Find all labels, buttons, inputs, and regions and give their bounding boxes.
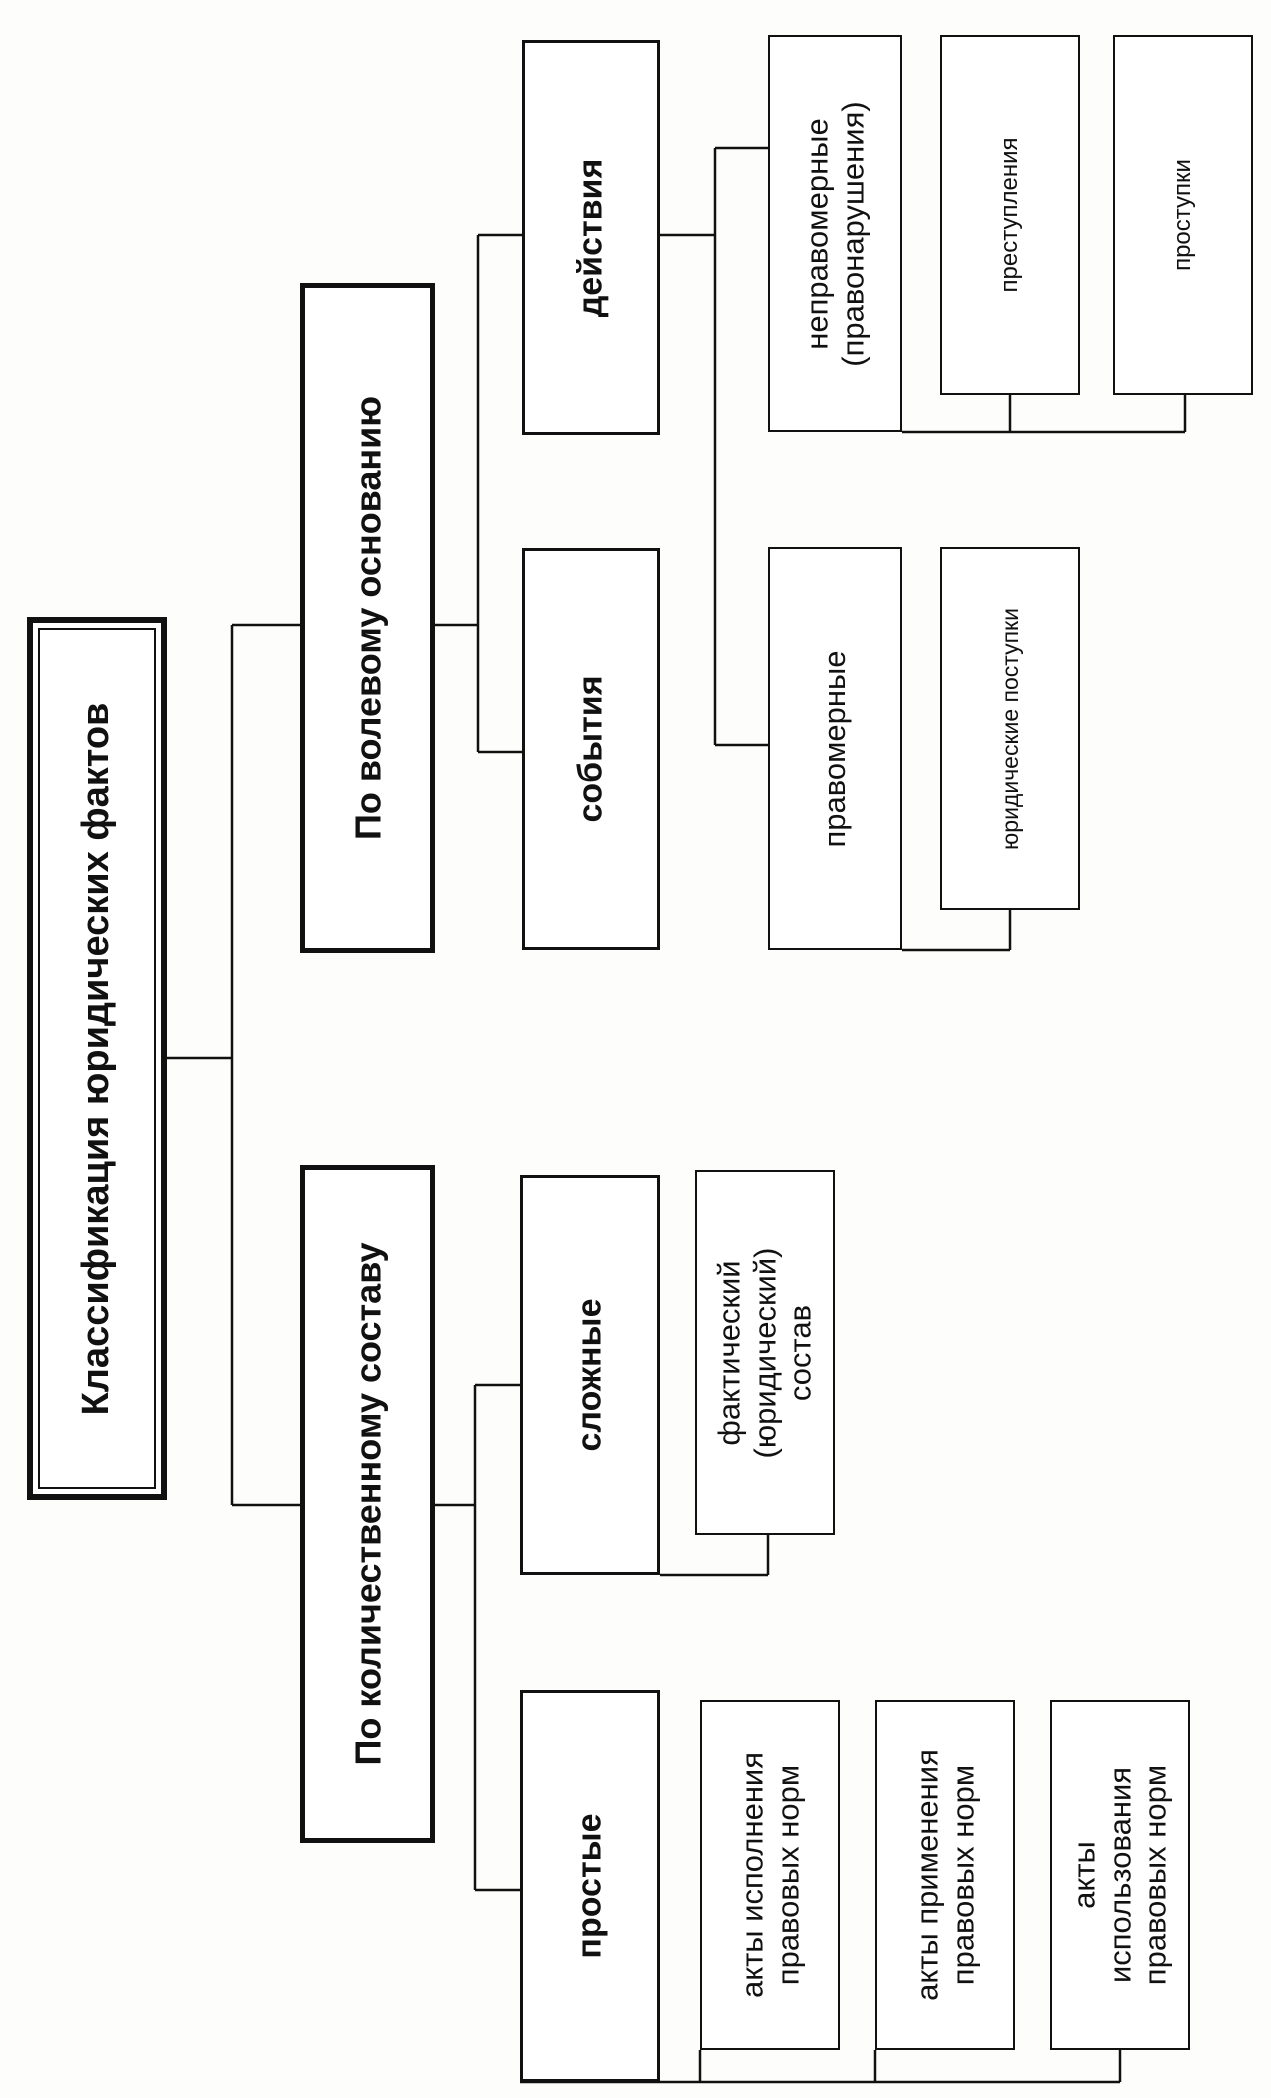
unlawful-box: неправомерные (правонарушения)	[768, 35, 902, 432]
simple-label: простые	[570, 1813, 609, 1959]
diagram-title: Классификация юридических фактов	[75, 702, 118, 1415]
branch-quantity-label: По количественному составу	[346, 1242, 388, 1766]
lawful-label: правомерные	[817, 649, 853, 848]
application-acts-label: акты применения правовых норм	[909, 1749, 980, 2001]
branch-volitional-box: По волевому основанию	[300, 283, 435, 953]
branch-quantity-box: По количественному составу	[300, 1165, 435, 1843]
actions-box: действия	[522, 40, 660, 435]
factual-composition-label: фактический (юридический) состав	[711, 1247, 818, 1458]
lawful-box: правомерные	[768, 547, 902, 950]
execution-acts-label: акты исполнения правовых норм	[734, 1751, 805, 1999]
usage-acts-label: акты использования правовых норм	[1066, 1764, 1173, 1986]
crimes-label: преступления	[996, 137, 1024, 293]
complex-box: сложные	[520, 1175, 660, 1575]
simple-box: простые	[520, 1690, 660, 2082]
branch-volitional-label: По волевому основанию	[346, 396, 388, 840]
application-acts-box: акты применения правовых норм	[875, 1700, 1015, 2050]
misdemeanors-box: проступки	[1113, 35, 1253, 395]
legal-acts-label: юридические поступки	[996, 607, 1023, 850]
factual-composition-box: фактический (юридический) состав	[695, 1170, 835, 1535]
events-box: события	[522, 548, 660, 950]
complex-label: сложные	[570, 1298, 609, 1452]
execution-acts-box: акты исполнения правовых норм	[700, 1700, 840, 2050]
events-label: события	[571, 675, 610, 823]
misdemeanors-label: проступки	[1169, 159, 1197, 271]
diagram-title-box: Классификация юридических фактов	[27, 617, 167, 1500]
crimes-box: преступления	[940, 35, 1080, 395]
usage-acts-box: акты использования правовых норм	[1050, 1700, 1190, 2050]
unlawful-label: неправомерные (правонарушения)	[799, 100, 870, 367]
legal-acts-box: юридические поступки	[940, 547, 1080, 910]
actions-label: действия	[571, 158, 610, 317]
